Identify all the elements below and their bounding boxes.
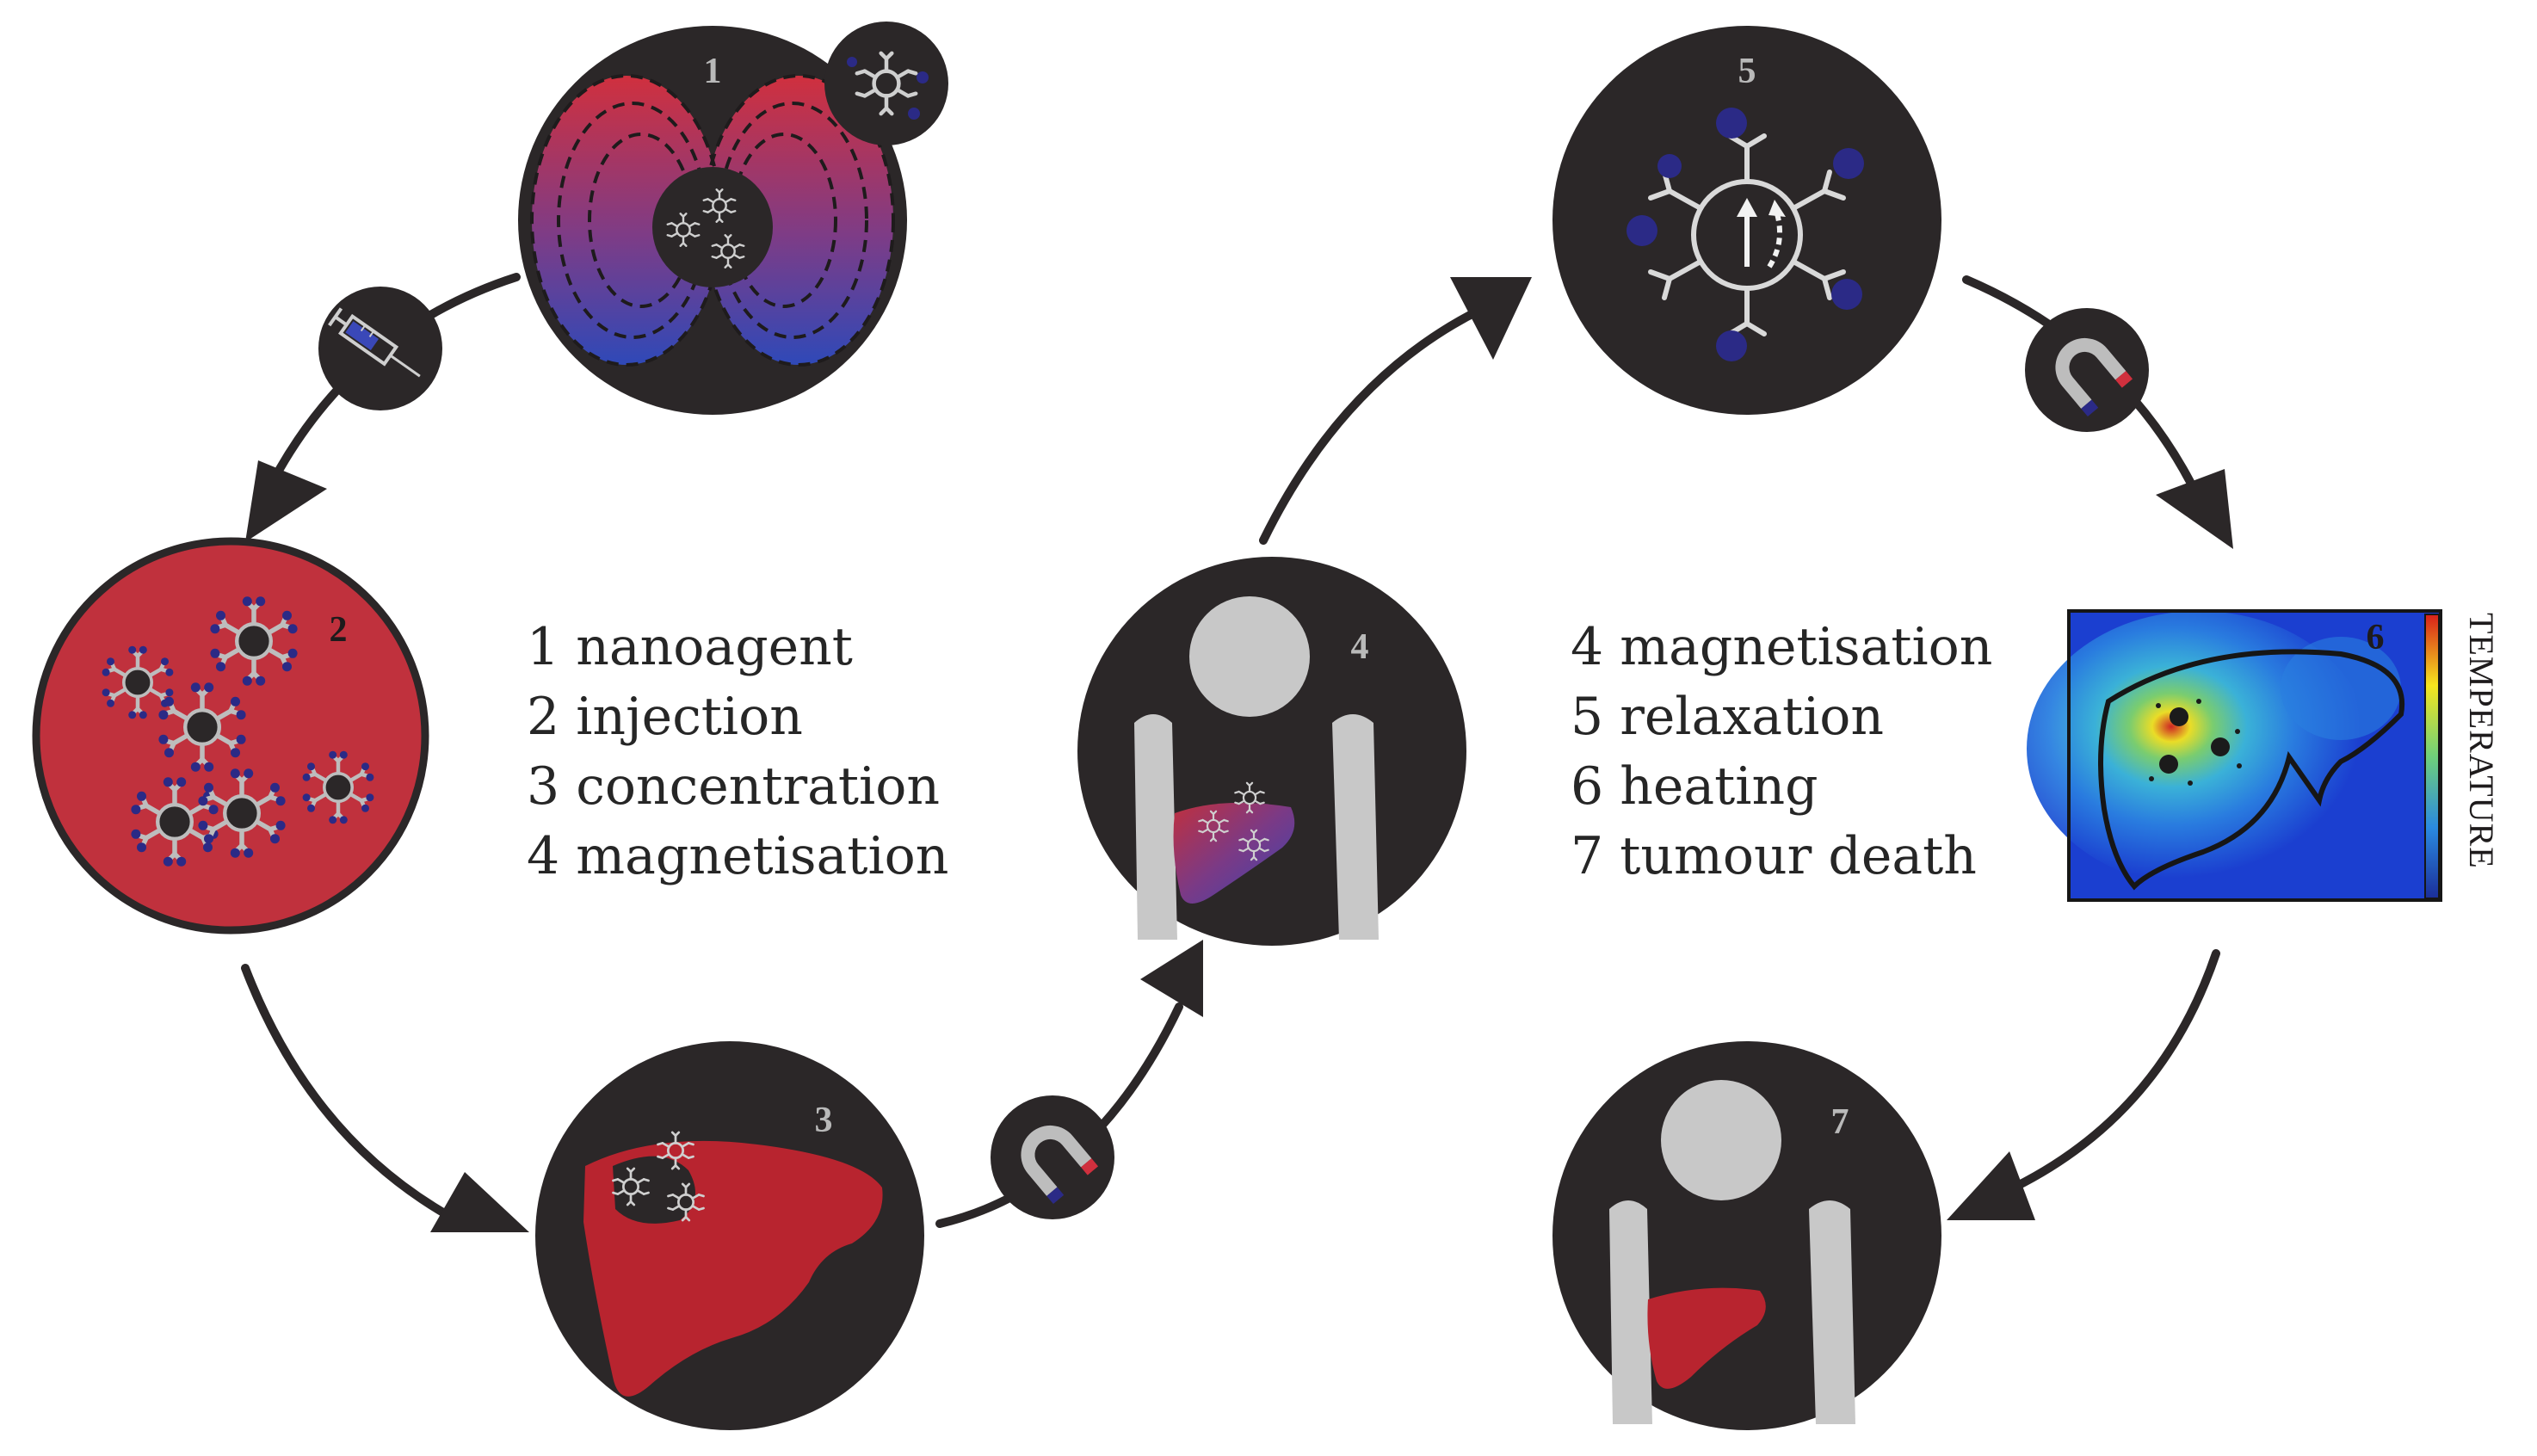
arrow-heads <box>245 277 2233 1232</box>
body-left-arm-7 <box>1609 1200 1652 1424</box>
temperature-colorbar <box>2424 614 2440 899</box>
heatmap-liver-outline <box>2098 649 2405 891</box>
legend-left-item-1: 1 nanoagent <box>527 617 853 677</box>
arrowhead-5 <box>1450 277 1532 360</box>
arrow-4-to-5 <box>1259 305 1485 545</box>
step-number-2: 2 <box>330 610 348 650</box>
step-number-6: 6 <box>2367 618 2385 657</box>
legend-left-item-3: 3 concentration <box>527 756 940 817</box>
body-left-arm <box>1134 714 1177 940</box>
legend-right-item-3: 6 heating <box>1571 756 1818 817</box>
tumour-region <box>613 1156 695 1224</box>
magnet-badge-right <box>2025 308 2149 432</box>
syringe-icon <box>328 307 421 378</box>
temperature-axis-label: TEMPERATURE <box>2462 613 2501 869</box>
step-number-7: 7 <box>1831 1102 1849 1142</box>
arrow-6-to-7 <box>2001 949 2220 1196</box>
horseshoe-magnet-icon <box>1021 1125 1099 1205</box>
step-5-relaxation: 5 <box>1552 26 1941 415</box>
step-2-injection: 2 <box>32 537 429 935</box>
legend-left-item-2: 2 injection <box>527 687 803 747</box>
step-7-tumour-death: 7 <box>1552 1041 1941 1430</box>
legend-right-item-1: 4 magnetisation <box>1571 617 1993 677</box>
arrow-2-to-3 <box>241 964 452 1219</box>
injection-badge <box>318 287 442 410</box>
legend-left: 1 nanoagent 2 injection 3 concentration … <box>527 613 948 891</box>
magnetic-moment-arrow <box>1737 198 1786 268</box>
step-6-heating: 6 TEMPERATURE <box>2027 609 2501 902</box>
step-number-3: 3 <box>815 1101 833 1140</box>
step-number-4: 4 <box>1351 627 1369 667</box>
legend-right-item-2: 5 relaxation <box>1571 687 1885 747</box>
body-right-arm <box>1332 714 1379 940</box>
arrowhead-4 <box>1140 940 1203 1017</box>
nanoagent-inset <box>824 22 948 145</box>
step-number-5: 5 <box>1738 52 1756 91</box>
arrowhead-3 <box>430 1172 529 1232</box>
legend-right-item-4: 7 tumour death <box>1571 826 1977 886</box>
magnetic-field-lobes <box>530 74 895 367</box>
step-3-concentration: 3 <box>535 1041 924 1430</box>
step-1-nanoagent: 1 <box>518 22 948 415</box>
legend-right: 4 magnetisation 5 relaxation 6 heating 7… <box>1571 613 1992 891</box>
legend-left-item-4: 4 magnetisation <box>527 826 949 886</box>
arrowhead-7 <box>1947 1151 2035 1220</box>
step-number-1: 1 <box>704 52 722 91</box>
liver-magnetised <box>1173 802 1295 904</box>
body-right-arm-7 <box>1809 1200 1855 1424</box>
healthy-liver <box>1647 1287 1766 1389</box>
step-4-magnetisation: 4 <box>1077 557 1466 946</box>
body-head <box>1189 596 1310 717</box>
arrowhead-2 <box>245 460 327 542</box>
horseshoe-magnet-icon-right <box>2055 337 2133 417</box>
body-head-7 <box>1661 1080 1781 1200</box>
magnet-badge-left <box>991 1095 1114 1219</box>
arrowhead-6 <box>2156 469 2233 549</box>
